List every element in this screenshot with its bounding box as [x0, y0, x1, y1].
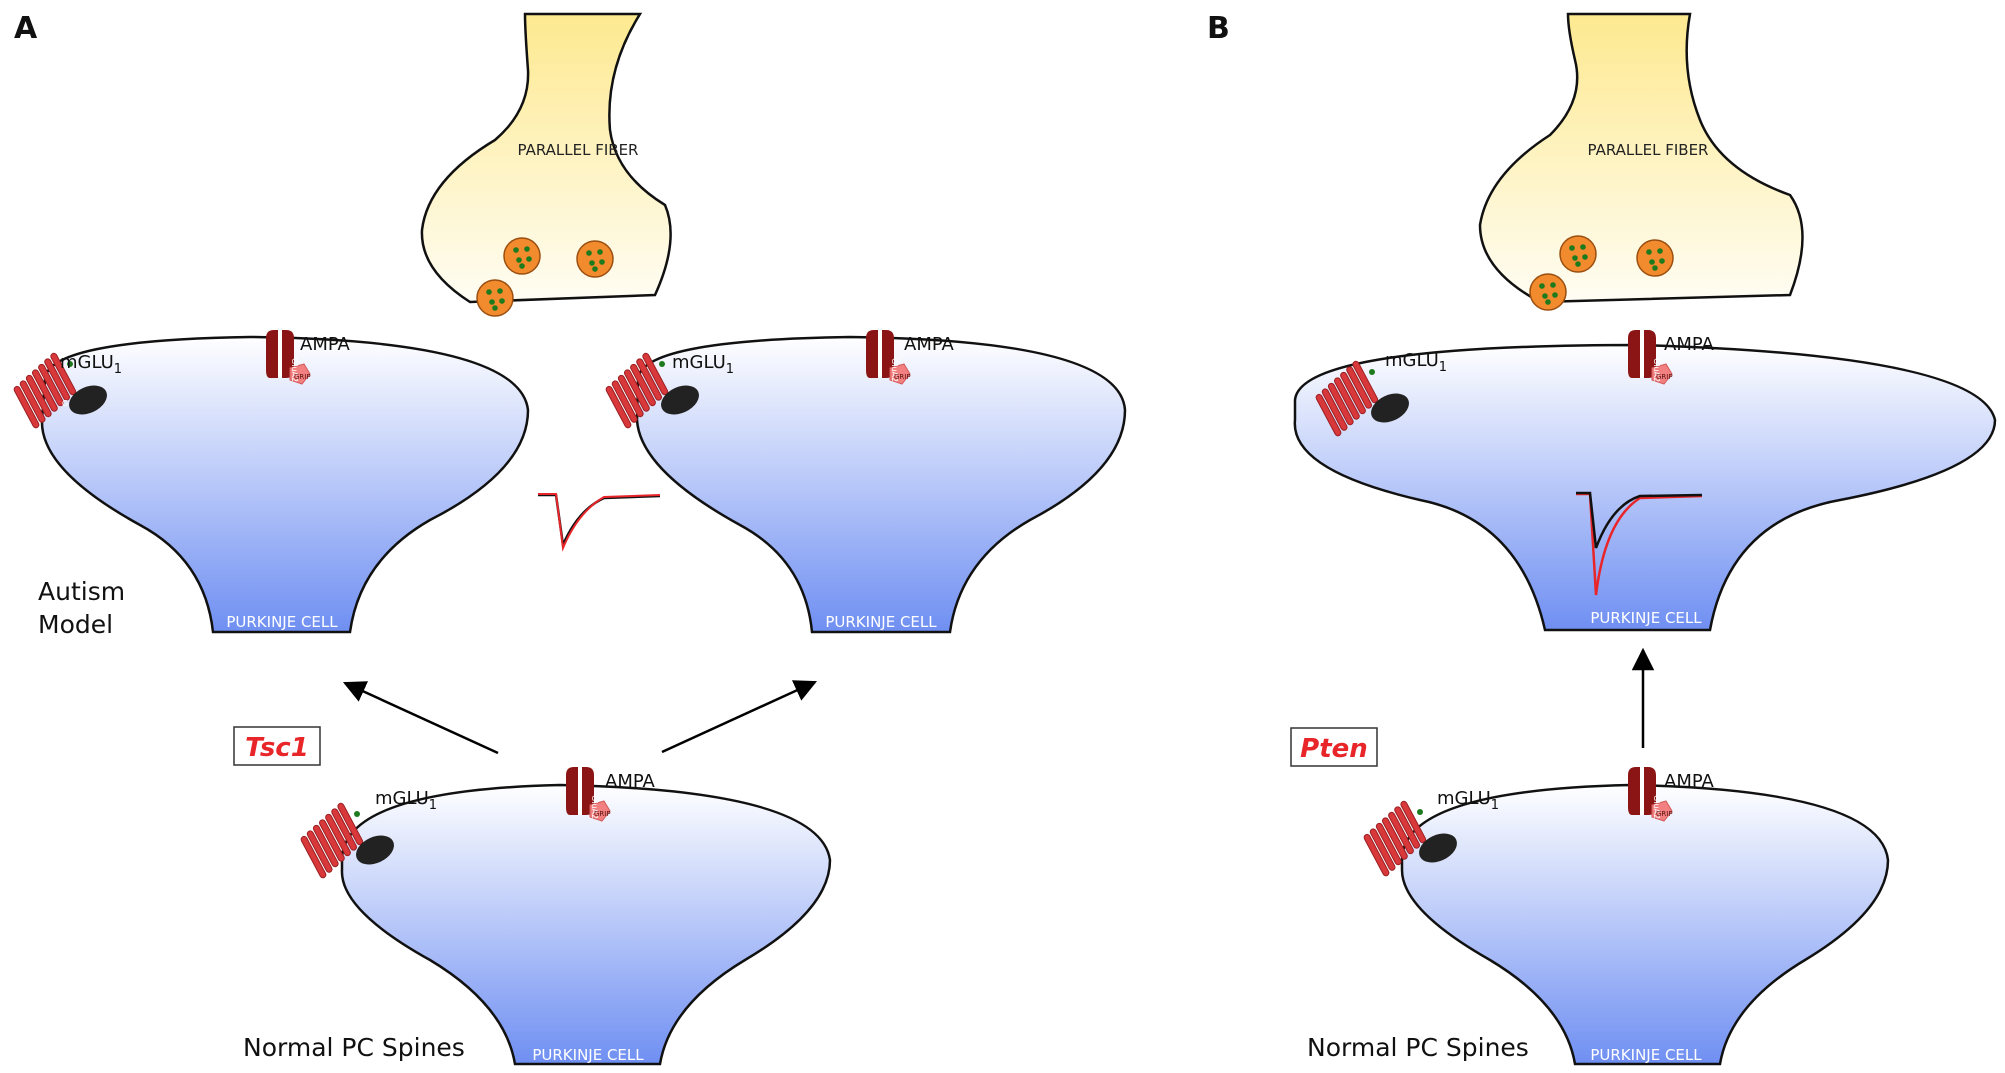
normal-spines-label-b: Normal PC Spines [1307, 1033, 1529, 1062]
purkinje-cell-label: PURKINJE CELL [1590, 609, 1702, 627]
glua2-label: GluA2 [1652, 795, 1661, 819]
gene-label-tsc1: Tsc1 [245, 733, 309, 763]
glua2-label: GluA2 [1652, 358, 1661, 382]
epsc-trace-autism [538, 493, 661, 552]
ampa-label: AMPA [1664, 771, 1715, 792]
ampa-label: AMPA [605, 771, 656, 792]
autism-label-line1: Autism [38, 577, 125, 606]
purkinje-cell-label: PURKINJE CELL [825, 613, 937, 631]
parallel-fiber-terminal-a [420, 12, 672, 304]
purkinje-spine-normal-b [1400, 783, 1890, 1066]
gene-label-pten: Pten [1300, 734, 1368, 764]
purkinje-spine-autism-left [40, 335, 530, 634]
purkinje-cell-label: PURKINJE CELL [226, 613, 338, 631]
docked-vesicle [1529, 273, 1567, 311]
vesicle [1559, 235, 1597, 273]
arrow-to-right-spine [661, 680, 818, 754]
panel-b-letter: B [1207, 11, 1230, 46]
mglu1-label: mGLU1 [1437, 788, 1499, 813]
grip-label: GRIP [894, 373, 911, 381]
glua2-label: GluA2 [890, 358, 899, 382]
grip-label: GRIP [294, 373, 311, 381]
ampa-label: AMPA [1664, 334, 1715, 355]
normal-spines-label-a: Normal PC Spines [243, 1033, 465, 1062]
receptor-sublabels: GluA2 GRIP GluA2 GRIP GluA2 GRIP GluA2 G… [290, 358, 1673, 819]
purkinje-spine-autism-right [635, 335, 1127, 634]
grip-label: GRIP [594, 810, 611, 818]
docked-vesicle [476, 279, 514, 317]
parallel-fiber-label-b: PARALLEL FIBER [1588, 141, 1709, 159]
glua2-label: GluA2 [590, 795, 599, 819]
panel-b: B PARALLEL FIBER mGLU1 AMPA PURKINJE CEL… [1207, 11, 1997, 1066]
arrow-to-left-spine [342, 681, 499, 755]
ampa-label: AMPA [300, 334, 351, 355]
parallel-fiber-label-a: PARALLEL FIBER [518, 141, 639, 159]
mglu1-label: mGLU1 [60, 352, 122, 377]
panel-a-letter: A [14, 11, 38, 46]
vesicle [1636, 239, 1674, 277]
grip-label: GRIP [1656, 810, 1673, 818]
mglu1-label: mGLU1 [1385, 350, 1447, 375]
purkinje-spine-normal-a [340, 783, 832, 1066]
vesicle [503, 237, 541, 275]
purkinje-spine-pten [1293, 343, 1997, 632]
vesicle [576, 240, 614, 278]
autism-label-line2: Model [38, 610, 113, 639]
gene-box-pten [1290, 727, 1378, 767]
gene-box-tsc1 [233, 726, 321, 766]
purkinje-cell-label: PURKINJE CELL [1590, 1046, 1702, 1064]
epsc-trace-pten [1576, 492, 1703, 596]
gq-label: G [62, 399, 68, 408]
purkinje-cell-label: PURKINJE CELL [532, 1046, 644, 1064]
grip-label: GRIP [1656, 373, 1673, 381]
mglu1-label: mGLU1 [672, 352, 734, 377]
panel-a: A PARALLEL FIBER G mGLU1 AMPA PURKINJE C… [12, 11, 1127, 1066]
epsc-trace-normal [1576, 491, 1703, 549]
ampa-label: AMPA [904, 334, 955, 355]
glua2-label: GluA2 [290, 358, 299, 382]
mglu1-label: mGLU1 [375, 788, 437, 813]
parallel-fiber-terminal-b [1478, 12, 1804, 304]
